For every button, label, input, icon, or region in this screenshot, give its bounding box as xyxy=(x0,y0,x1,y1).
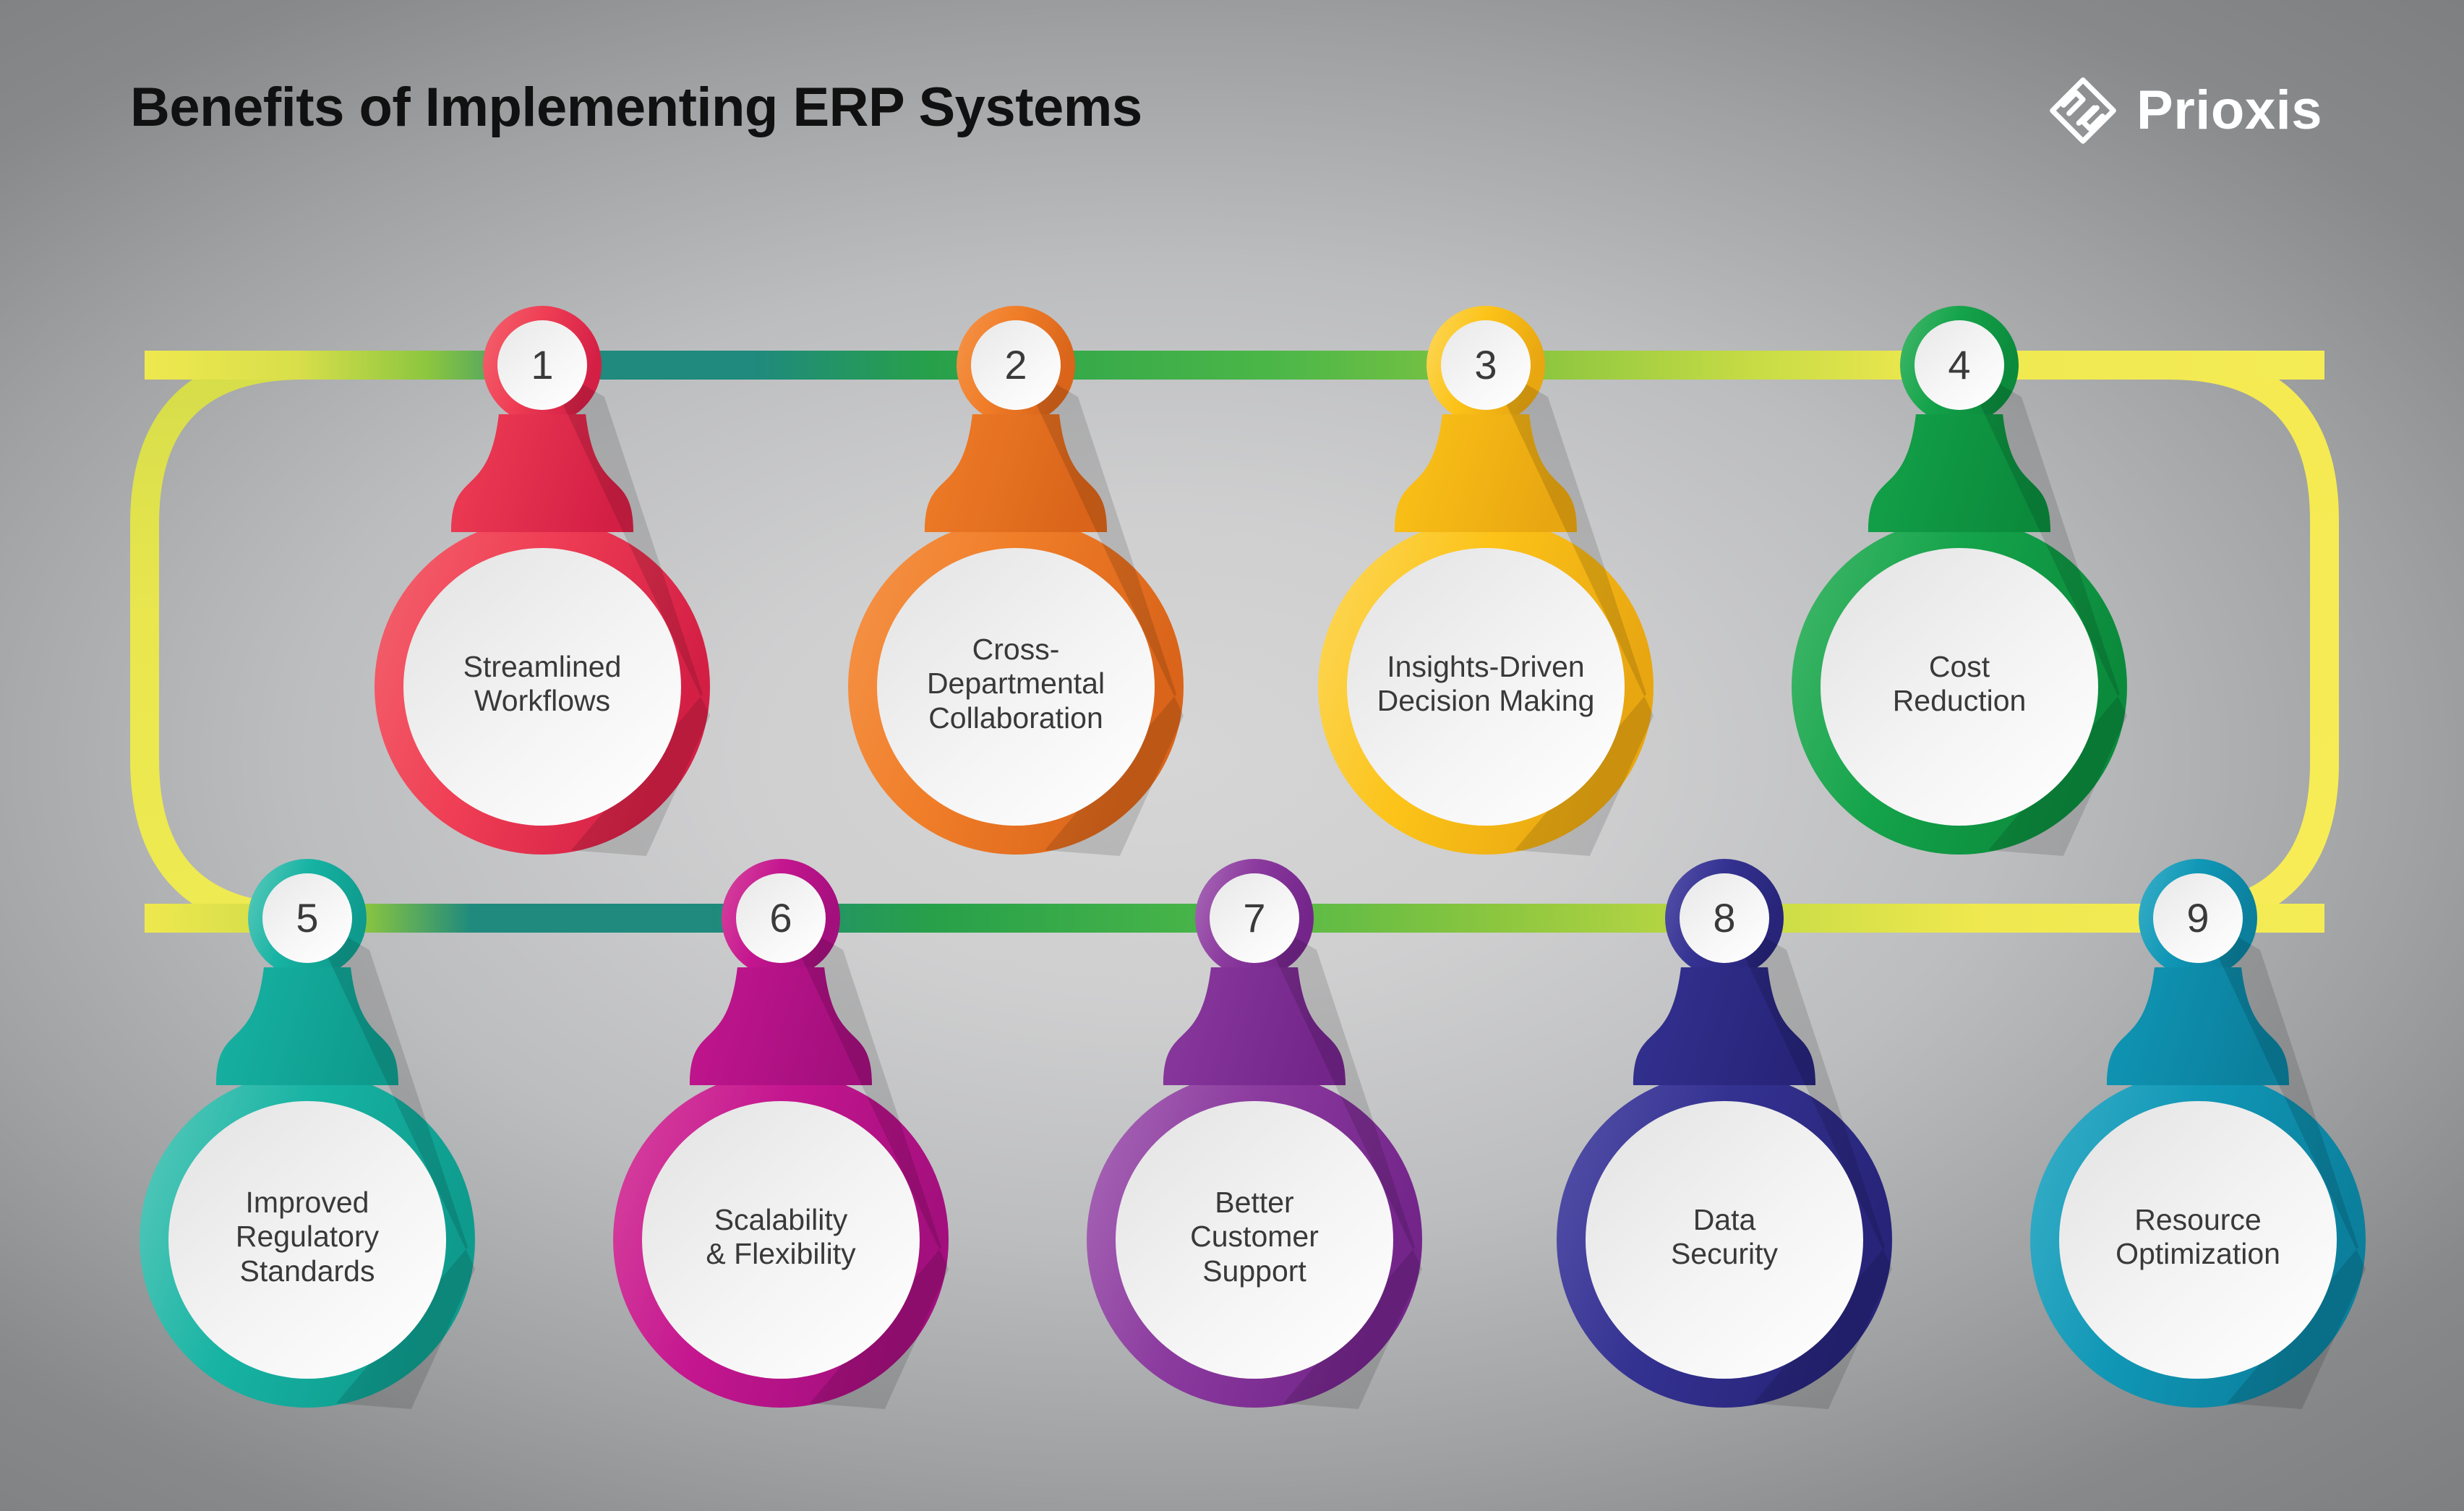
node-shape-5 xyxy=(140,859,475,1409)
node-shape-2 xyxy=(848,306,1184,856)
prioxis-diamond-logo-icon xyxy=(2050,77,2116,144)
node-shape-6 xyxy=(613,859,949,1409)
node-shape-8 xyxy=(1557,859,1892,1409)
node-shape-3 xyxy=(1318,306,1654,856)
node-shape-7 xyxy=(1087,859,1422,1409)
page-title: Benefits of Implementing ERP Systems xyxy=(130,77,1142,138)
brand-logo[interactable]: Prioxis xyxy=(2048,76,2322,145)
brand-name: Prioxis xyxy=(2136,80,2322,141)
node-shape-1 xyxy=(375,306,710,856)
node-shape-4 xyxy=(1792,306,2127,856)
node-shape-9 xyxy=(2030,859,2366,1409)
